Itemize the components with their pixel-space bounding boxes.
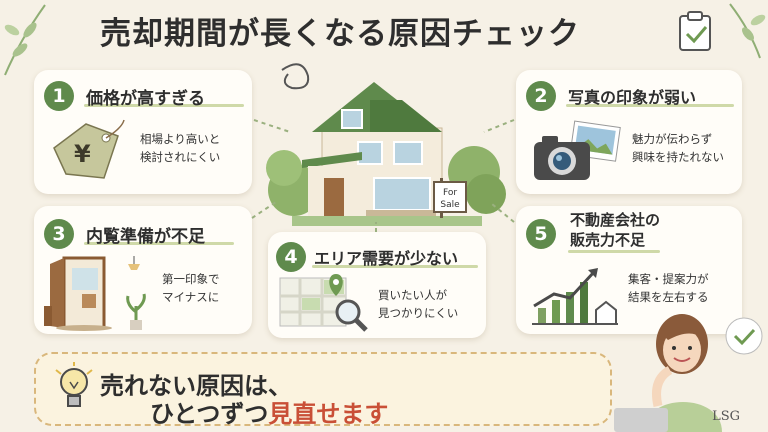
lightbulb-icon [55,362,93,407]
card-desc-3: 第一印象で マイナスに [162,270,220,306]
card-number-1: 1 [44,81,74,111]
card-desc-3-line1: 第一印象で [162,272,220,286]
card-desc-2: 魅力が伝わらず 興味を持たれない [632,130,724,166]
card-desc-5: 集客・提案力が 結果を左右する [628,270,709,306]
title-underline-1 [84,104,244,107]
conclusion-line2: ひとつずつ見直せます [150,394,388,429]
card-number-5: 5 [526,219,556,249]
card-desc-3-line2: マイナスに [162,290,220,304]
card-desc-5-line2: 結果を左右する [628,290,709,304]
card-title-5-line2: 販売力不足 [570,231,646,249]
map-search-icon [279,274,368,332]
conclusion-banner [34,352,612,426]
leaf-branch-top-right [729,3,766,59]
checklist-clipboard-icon [679,11,711,51]
open-door-room-icon [44,256,146,331]
card-desc-2-line1: 魅力が伝わらず [632,132,713,146]
conclusion-line2-part1: ひとつずつ [150,400,269,428]
title-underline-3 [84,242,234,245]
title-underline-2 [566,104,734,107]
title-underline-5 [568,250,660,253]
title-underline-4 [312,265,478,268]
for-sale-sign-line1: For [443,188,457,198]
card-desc-2-line2: 興味を持たれない [632,150,724,164]
card-desc-1-line1: 相場より高いと [140,132,221,146]
card-title-3: 内覧準備が不足 [86,227,205,247]
card-title-5: 不動産会社の 販売力不足 [570,210,660,250]
price-tag-yen-icon: ¥ [53,119,125,179]
for-sale-sign-line2: Sale [440,200,460,210]
card-title-2: 写真の印象が弱い [568,88,697,107]
card-desc-4-line1: 買いたい人が [378,288,447,302]
card-desc-1: 相場より高いと 検討されにくい [140,130,220,166]
card-title-4: エリア需要が少ない [314,249,459,268]
watermark: LSG [712,409,740,424]
card-number-3: 3 [44,219,74,249]
growth-chart-house-icon [532,268,618,325]
card-title-5-line1: 不動産会社の [570,211,661,229]
house-illustration: For Sale [266,63,506,226]
woman-thinking-illustration [614,314,763,432]
card-desc-4-line2: 見つかりにくい [378,306,459,320]
conclusion-line2-accent: 見直せます [268,400,389,428]
card-desc-4: 買いたい人が 見つかりにくい [378,286,458,322]
page-title: 売却期間が長くなる原因チェック [100,16,580,52]
camera-photo-icon [534,120,621,180]
conclusion-line1: 売れない原因は、 [100,372,292,400]
card-desc-1-line2: 検討されにくい [140,150,221,164]
svg-text:¥: ¥ [74,140,91,168]
card-number-2: 2 [526,81,556,111]
leaf-branch-top-left [4,4,46,76]
card-title-1: 価格が高すぎる [86,89,205,109]
card-desc-5-line1: 集客・提案力が [628,272,709,286]
card-number-4: 4 [276,242,306,272]
